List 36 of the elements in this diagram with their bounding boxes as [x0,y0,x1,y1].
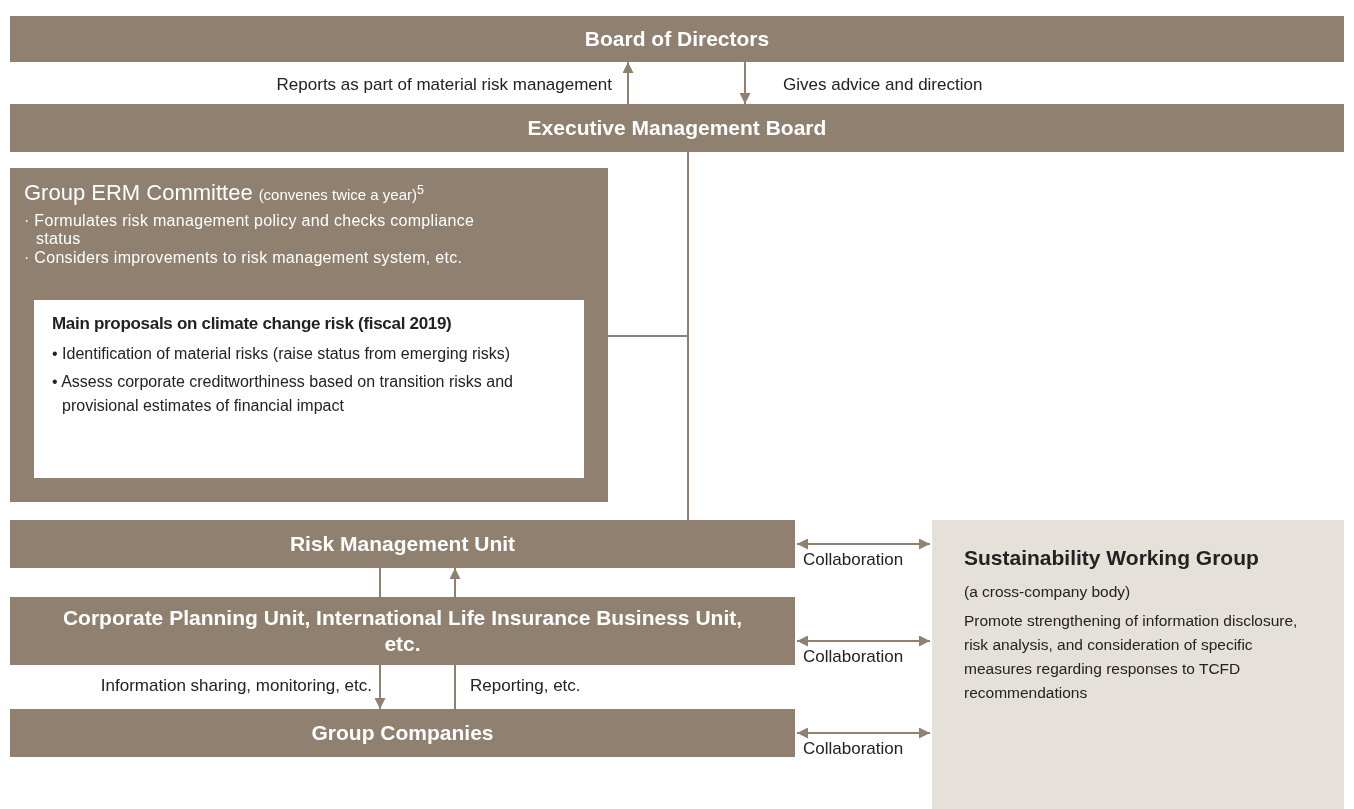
unit-bar [10,709,795,757]
edge-label: Reports as part of material risk management [276,75,612,96]
connector-line [454,664,456,710]
committee-note: (convenes twice a year)$^{5}$ [258,186,424,203]
arrow [739,61,751,105]
group-note: (a cross-company body) [964,582,1132,602]
unit-title: Corporate Planning Unit, International Life Insurance Business Unit, etc. [61,604,744,657]
arrow [449,567,461,598]
working-group-panel [932,520,1344,809]
group-description: Promote strengthening of information disclosure, risk analysis, and consideration of specific measures regarding responses to TCFD recommendations [964,611,1299,704]
unit-title: Risk Management Unit [289,530,516,557]
edge-label: Reporting, etc. [470,676,581,697]
arrow [374,664,386,710]
group-title: Sustainability Working Group [964,546,1260,570]
arrow [622,61,634,105]
connector-line [379,567,381,598]
bullet-text: · Formulates risk management policy and checks compliance status [24,212,476,248]
bullet-text: · Considers improvements to risk management system, etc. [24,249,464,267]
unit-bar [10,597,795,665]
unit-title: Board of Directors [584,25,770,52]
unit-title: Executive Management Board [527,114,827,141]
board-bar [10,104,1344,152]
card-heading: Main proposals on climate change risk (fiscal 2019) [52,314,453,334]
arrow [796,727,931,739]
unit-title: Group Companies [311,719,494,746]
board-bar [10,16,1344,62]
bullet-text: • Identification of material risks (raise status from emerging risks) [52,344,512,364]
arrow [796,635,931,647]
arrow [796,538,931,550]
connector-line [687,151,689,521]
committee-panel [10,168,608,502]
committee-title: Group ERM Committee [24,180,253,205]
bullet-text: • Assess corporate creditworthiness based on transition risks and provisional estimates of financial impact [52,372,514,416]
proposals-card [34,300,584,478]
edge-label: Information sharing, monitoring, etc. [100,676,372,697]
unit-bar [10,520,795,568]
